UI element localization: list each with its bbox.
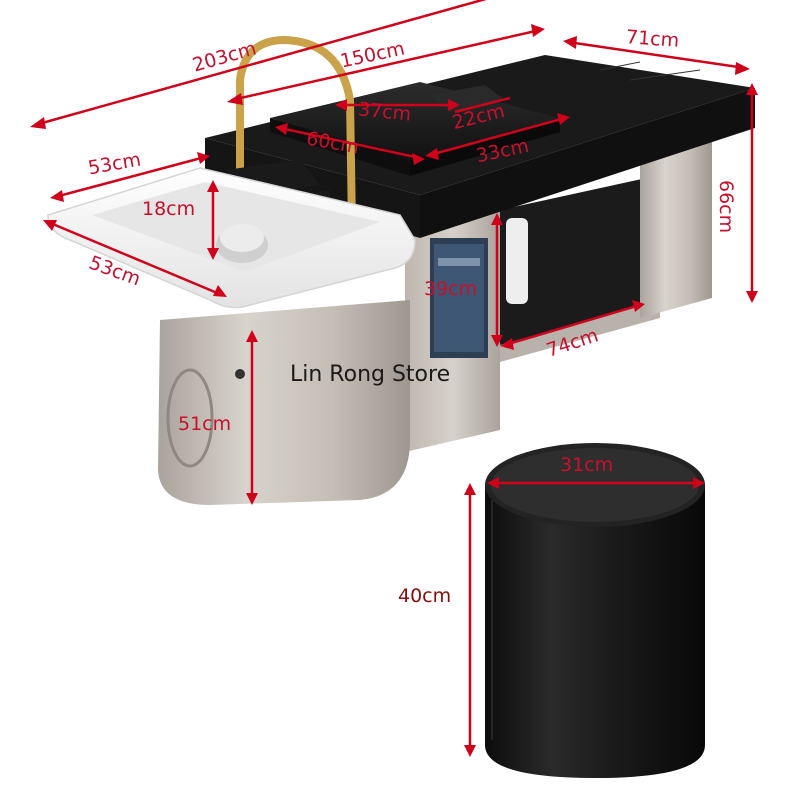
dim-stool-diameter-label: 31cm <box>560 454 614 476</box>
store-watermark: Lin Rong Store <box>290 362 451 387</box>
dim-base-height-label: 51cm <box>178 413 232 435</box>
steel-cabinet <box>405 142 712 452</box>
wash-basin <box>47 167 416 309</box>
round-stool <box>485 443 705 778</box>
dim-basin-height-label: 18cm <box>142 198 196 220</box>
dim-bed-width-label: 71cm <box>625 26 680 52</box>
dimension-lines <box>30 0 758 757</box>
dim-headrest-length-label: 37cm <box>357 98 413 126</box>
dim-cabinet-height-label: 39cm <box>424 278 478 300</box>
dim-bed-height-label: 66cm <box>715 180 737 234</box>
basin-pedestal <box>158 300 410 505</box>
dim-stool-height-label: 40cm <box>398 585 452 607</box>
